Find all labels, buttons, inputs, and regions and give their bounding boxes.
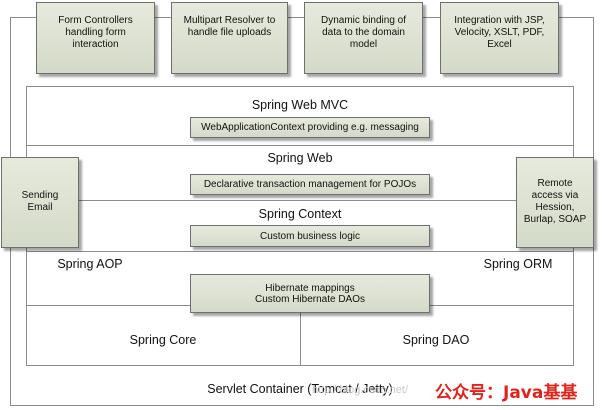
strip-text: Custom Hibernate DAOs (254, 293, 366, 305)
module-spring-web: Spring Web (267, 151, 333, 165)
side-box-sending-email: Sending Email (1, 157, 79, 248)
strip-text: Declarative transaction management for P… (203, 179, 417, 190)
feature-box-form-controllers: Form Controllers handling form interacti… (36, 2, 155, 74)
strip-hibernate: Hibernate mappings Custom Hibernate DAOs (190, 274, 430, 313)
module-spring-orm: Spring ORM (483, 257, 553, 271)
divider-web-mvc (26, 145, 574, 146)
side-box-remote-access: Remote access via Hession, Burlap, SOAP (516, 157, 594, 248)
strip-web-application-context: WebApplicationContext providing e.g. mes… (190, 117, 430, 138)
feature-box-multipart-resolver: Multipart Resolver to handle file upload… (171, 2, 288, 74)
feature-box-text: Integration with JSP, Velocity, XSLT, PD… (454, 15, 545, 50)
strip-custom-business-logic: Custom business logic (190, 225, 430, 247)
divider-core-dao (300, 305, 301, 366)
module-spring-web-mvc: Spring Web MVC (251, 98, 349, 112)
divider-context (26, 251, 574, 252)
side-box-text: Remote access via Hession, Burlap, SOAP (523, 178, 587, 225)
feature-box-text: Multipart Resolver to handle file upload… (183, 15, 276, 38)
divider-web (26, 200, 574, 201)
feature-box-view-integration: Integration with JSP, Velocity, XSLT, PD… (440, 2, 559, 74)
watermark-text: http://blog.csdn.net/ (312, 384, 409, 396)
strip-text: WebApplicationContext providing e.g. mes… (201, 122, 419, 133)
feature-box-text: Dynamic binding of data to the domain mo… (320, 15, 407, 50)
module-spring-aop: Spring AOP (57, 257, 123, 271)
strip-text: Hibernate mappings (265, 282, 355, 294)
feature-box-text: Form Controllers handling form interacti… (58, 15, 133, 50)
module-spring-context: Spring Context (258, 207, 342, 221)
brand-label: 公众号：Java基基 (435, 383, 578, 403)
strip-text: Custom business logic (259, 230, 361, 242)
feature-box-dynamic-binding: Dynamic binding of data to the domain mo… (304, 2, 423, 74)
strip-declarative-transactions: Declarative transaction management for P… (190, 174, 430, 195)
servlet-container-label: Servlet Container (Tomcat / Jetty) (207, 382, 393, 396)
side-box-text: Sending Email (21, 190, 59, 213)
module-spring-core: Spring Core (129, 333, 197, 347)
module-spring-dao: Spring DAO (402, 333, 470, 347)
